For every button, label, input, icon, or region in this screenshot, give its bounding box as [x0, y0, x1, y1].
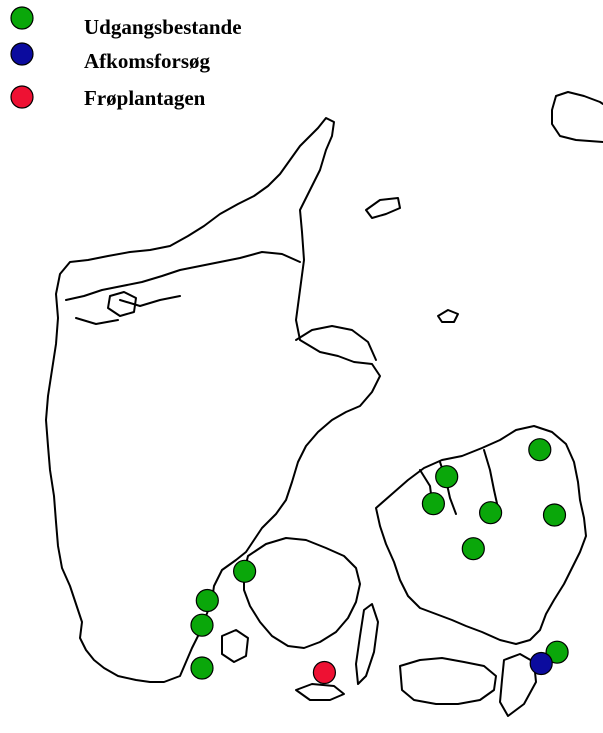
sweden-coast [551, 91, 603, 143]
map-marker-afkom [529, 651, 553, 676]
aeroe-island [295, 683, 345, 701]
legend-label-froeplantagen: Frøplantagen [84, 86, 206, 110]
coastline-layer [45, 91, 603, 717]
legend-label-udgangsbestande: Udgangsbestande [84, 15, 242, 39]
legend: Udgangsbestande Afkomsforsøg Frøplantage… [10, 6, 242, 110]
lolland-outline [399, 657, 497, 705]
marker-layer [190, 438, 569, 685]
map-marker-udgang [545, 640, 569, 664]
map-marker-udgang [461, 537, 485, 561]
map-marker-udgang [479, 501, 503, 525]
legend-swatch-froeplantagen [10, 85, 34, 109]
laesoe-island [365, 197, 401, 219]
map-marker-udgang [233, 559, 257, 583]
map-marker-froe [312, 660, 336, 685]
fyn-outline [243, 537, 361, 649]
langeland-island [355, 603, 379, 685]
mors-island [107, 291, 137, 317]
djursland-outline [295, 325, 377, 361]
falster-island [499, 653, 537, 717]
map-marker-udgang [435, 465, 459, 489]
legend-swatch-udgangsbestande [10, 6, 34, 30]
map-marker-udgang [528, 438, 552, 462]
map-marker-udgang [195, 588, 219, 613]
anholt-island [437, 309, 459, 323]
limfjord-line [65, 251, 301, 325]
legend-swatch-afkomsforsoeg [10, 42, 34, 66]
als-island [221, 629, 249, 663]
legend-item-udgangsbestande: Udgangsbestande [10, 6, 242, 39]
map-marker-udgang [190, 656, 214, 680]
jutland-outline [45, 117, 381, 683]
legend-label-afkomsforsoeg: Afkomsforsøg [84, 49, 210, 73]
legend-item-froeplantagen: Frøplantagen [10, 85, 206, 110]
map-marker-udgang [421, 492, 445, 516]
zealand-outline [375, 425, 587, 645]
map-marker-udgang [190, 613, 214, 637]
map-marker-udgang [542, 503, 567, 527]
legend-item-afkomsforsoeg: Afkomsforsøg [10, 42, 210, 73]
